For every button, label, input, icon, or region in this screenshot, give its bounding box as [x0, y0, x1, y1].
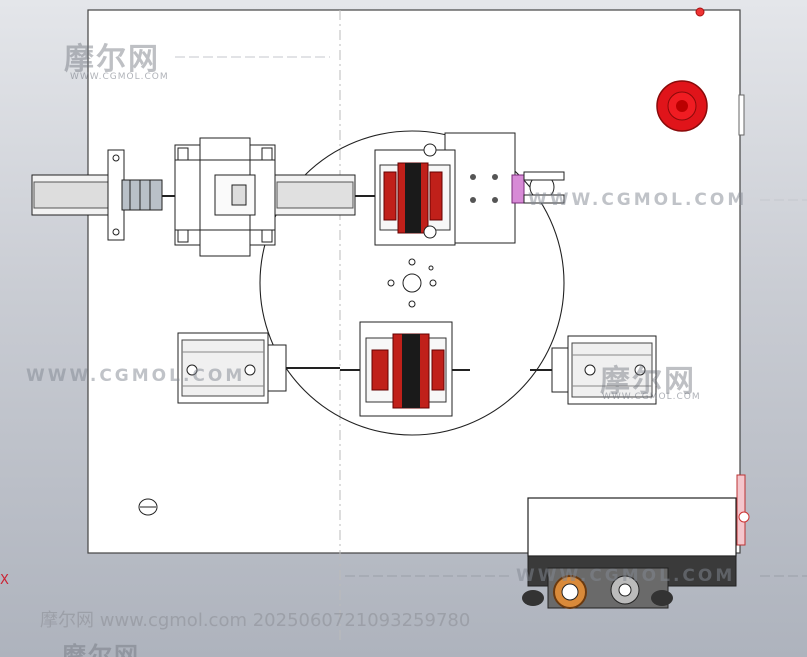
watermark-logo-top: 摩尔网 — [64, 42, 160, 77]
watermark-url-small-right: WWW.CGMOL.COM — [602, 392, 701, 402]
center-hub — [387, 258, 437, 308]
left-linear-actuator — [31, 137, 380, 257]
watermark-logo-right: 摩尔网 — [600, 364, 696, 399]
watermark-url-bottom: WWW.CGMOL.COM — [516, 566, 736, 586]
bottom-motor-assembly — [340, 321, 470, 417]
footer-watermark: 摩尔网 www.cgmol.com 2025060721093259780 — [40, 610, 471, 631]
watermark-url-small: WWW.CGMOL.COM — [70, 72, 169, 82]
side-bracket-top — [738, 94, 745, 136]
turntable-circle — [259, 130, 565, 436]
axis-x-label: X — [0, 573, 9, 588]
watermark-url-left: WWW.CGMOL.COM — [26, 366, 246, 386]
emergency-stop-button — [656, 80, 708, 132]
watermark-url-upper: WWW.CGMOL.COM — [528, 190, 748, 210]
left-cylinder — [177, 332, 340, 404]
right-cylinder — [530, 335, 657, 405]
side-bracket-bottom — [736, 474, 746, 546]
watermark-logo-bottom: 摩尔网 — [62, 642, 140, 657]
top-motor-assembly — [374, 132, 565, 246]
valve-fittings — [522, 567, 673, 609]
